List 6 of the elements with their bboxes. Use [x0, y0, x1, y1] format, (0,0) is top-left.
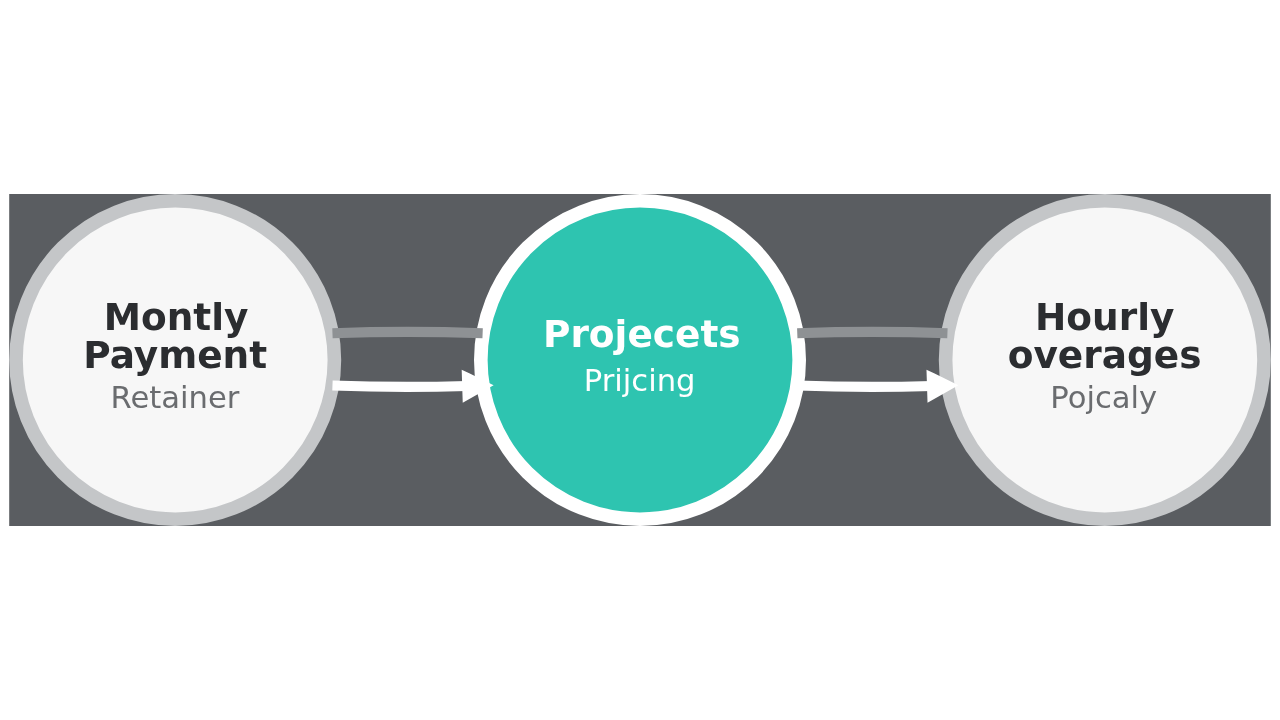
node-circle: Projecets Prijcing — [474, 194, 806, 526]
node-circle: Montly Payment Retainer — [9, 194, 342, 526]
connector — [797, 326, 948, 339]
node-circle: Hourly overages Pojcaly — [938, 194, 1271, 526]
connector — [332, 326, 483, 339]
arrow — [332, 369, 494, 403]
